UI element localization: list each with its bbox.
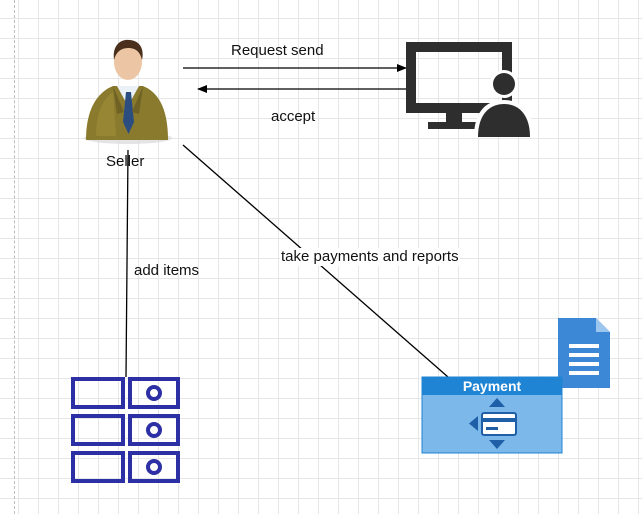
seller-label: Seller [106, 153, 145, 170]
payment-title: Payment [462, 378, 522, 394]
accept-label: accept [271, 108, 316, 125]
payment-node[interactable] [421, 376, 563, 454]
document-icon[interactable] [558, 318, 610, 388]
request-send-label: Request send [231, 42, 324, 59]
businessman-icon[interactable] [84, 39, 172, 144]
page-boundary [14, 0, 15, 514]
payment-card-icon [469, 398, 517, 449]
add-items-label: add items [134, 262, 200, 279]
add-items-connector[interactable] [125, 149, 129, 378]
computer-user-icon[interactable] [406, 42, 534, 137]
item-list-icon[interactable] [71, 377, 180, 483]
take-payments-label: take payments and reports [280, 248, 460, 266]
